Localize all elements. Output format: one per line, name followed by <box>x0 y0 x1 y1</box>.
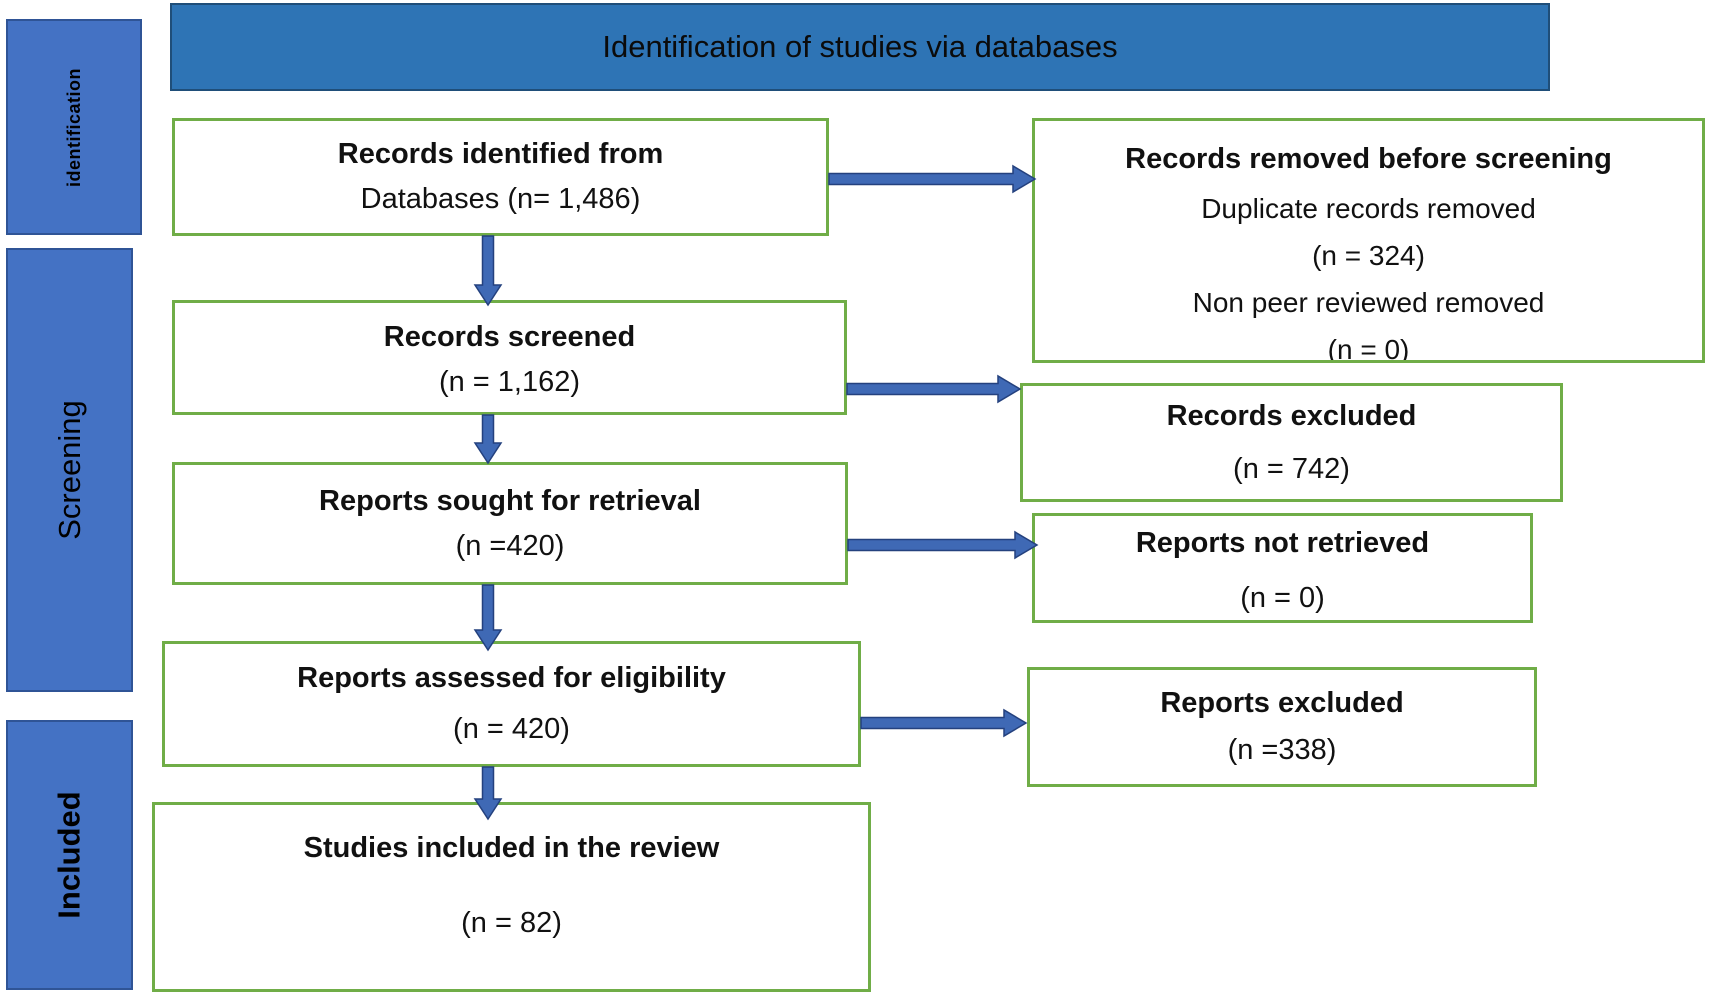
records-removed-line: (n = 0) <box>1327 334 1410 363</box>
reports-sought-title: Reports sought for retrieval <box>319 484 701 517</box>
reports-not-retrieved-title: Reports not retrieved <box>1135 527 1430 559</box>
reports-assessed-box: Reports assessed for eligibility (n = 42… <box>162 641 861 767</box>
records-removed-line: (n = 324) <box>1312 240 1425 271</box>
reports-sought-value: (n =420) <box>455 529 565 562</box>
sidebar-screening-label: Screening <box>51 400 87 540</box>
arrow-screened-to-excluded <box>846 374 1022 404</box>
studies-included-value: (n = 82) <box>461 907 562 939</box>
records-removed-line: Non peer reviewed removed <box>1192 287 1545 318</box>
records-identified-value: Databases (n= 1,486) <box>360 183 641 215</box>
reports-not-retrieved-box: Reports not retrieved (n = 0) <box>1032 513 1533 623</box>
sidebar-identification: identification <box>6 19 142 235</box>
records-excluded-title: Records excluded <box>1166 399 1417 432</box>
records-screened-value: (n = 1,162) <box>438 365 581 398</box>
sidebar-screening: Screening <box>6 248 133 692</box>
records-excluded-box: Records excluded (n = 742) <box>1020 383 1563 502</box>
records-removed-title: Records removed before screening <box>1125 143 1612 175</box>
records-identified-box: Records identified from Databases (n= 1,… <box>172 118 829 236</box>
studies-included-title: Studies included in the review <box>303 832 720 864</box>
reports-sought-box: Reports sought for retrieval (n =420) <box>172 462 848 585</box>
records-removed-box: Records removed before screening Duplica… <box>1032 118 1705 363</box>
arrow-screened-to-sought <box>473 414 503 465</box>
records-screened-box: Records screened (n = 1,162) <box>172 300 847 415</box>
records-identified-title: Records identified from <box>337 138 664 170</box>
arrow-identified-to-screened <box>473 235 503 307</box>
sidebar-included: Included <box>6 720 133 990</box>
sidebar-identification-label: identification <box>63 67 84 187</box>
banner-title: Identification of studies via databases <box>602 29 1118 64</box>
records-removed-line: Duplicate records removed <box>1201 193 1536 224</box>
reports-excluded-box: Reports excluded (n =338) <box>1027 667 1537 787</box>
arrow-assessed-to-excluded <box>860 708 1028 738</box>
sidebar-included-label: Included <box>51 791 87 919</box>
banner: Identification of studies via databases <box>170 3 1550 91</box>
reports-assessed-title: Reports assessed for eligibility <box>297 662 726 694</box>
reports-excluded-title: Reports excluded <box>1160 687 1404 719</box>
arrow-identified-to-removed <box>828 164 1037 194</box>
records-excluded-value: (n = 742) <box>1233 452 1350 485</box>
reports-assessed-value: (n = 420) <box>453 713 570 745</box>
reports-not-retrieved-value: (n = 0) <box>1240 582 1325 614</box>
studies-included-box: Studies included in the review (n = 82) <box>152 802 871 992</box>
reports-excluded-value: (n =338) <box>1227 734 1337 766</box>
records-screened-title: Records screened <box>383 320 636 353</box>
arrow-sought-to-notretrieved <box>847 530 1039 560</box>
